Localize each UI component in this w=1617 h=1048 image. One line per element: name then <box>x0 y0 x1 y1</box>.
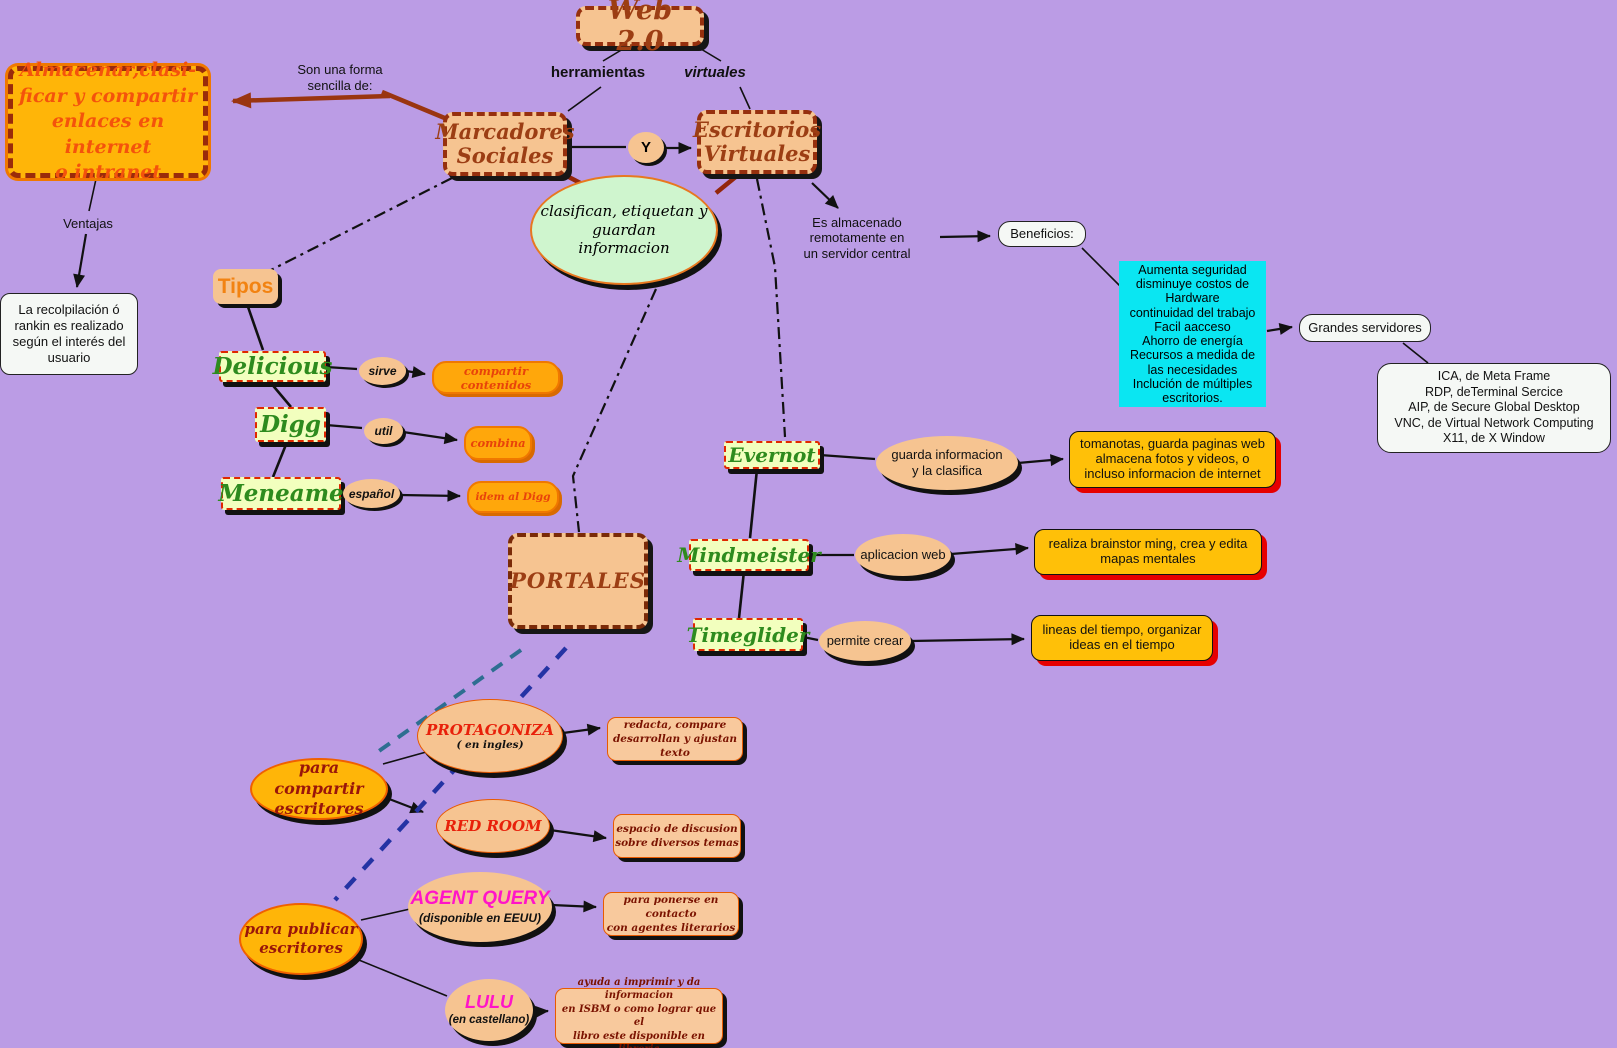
compartir-contenidos-note[interactable]: compartir contenidos <box>432 361 560 394</box>
ponerse-contacto-note[interactable]: para ponerse en contacto con agentes lit… <box>603 892 739 936</box>
red-room-label: RED ROOM <box>444 817 542 835</box>
redacta-note[interactable]: redacta, compare desarrollan y ajustan t… <box>607 717 743 761</box>
grandes-servidores-node[interactable]: Grandes servidores <box>1299 314 1431 342</box>
protagoniza-sub-label: ( en ingles) <box>456 738 524 751</box>
agent-query-ellipse[interactable]: AGENT QUERY (disponible en EEUU) <box>408 872 552 942</box>
son-una-forma-label: Son una forma sencilla de: <box>297 62 383 93</box>
meneame-node[interactable]: Meneame <box>218 477 344 510</box>
mindmeister-node[interactable]: Mindmeister <box>677 539 821 571</box>
para-publicar-ellipse[interactable]: para publicar escritores <box>239 903 363 975</box>
es-almacenado-label: Es almacenado remotamente en un servidor… <box>803 214 911 261</box>
almacenar-note[interactable]: Almacenar,clasi- ficar y compartir enlac… <box>8 59 208 183</box>
realiza-brainstorming-note[interactable]: realiza brainstor ming, crea y edita map… <box>1034 529 1262 575</box>
tomanotas-note[interactable]: tomanotas, guarda paginas web almacena f… <box>1069 431 1276 488</box>
tipos-node[interactable]: Tipos <box>213 269 278 304</box>
espacio-discusion-note[interactable]: espacio de discusion sobre diversos tema… <box>613 814 741 858</box>
lineas-del-tiempo-note[interactable]: lineas del tiempo, organizar ideas en el… <box>1031 615 1213 661</box>
aplicacion-web-tag[interactable]: aplicacion web <box>855 534 951 576</box>
idem-al-digg-note[interactable]: idem al Digg <box>467 481 559 513</box>
recopilacion-note[interactable]: La recolpilación ó rankin es realizado s… <box>0 293 138 375</box>
protagoniza-ellipse[interactable]: PROTAGONIZA ( en ingles) <box>417 699 563 773</box>
sirve-tag[interactable]: sirve <box>359 357 406 385</box>
y-connector[interactable]: Y <box>628 132 664 163</box>
web20-node[interactable]: Web 2.0 <box>576 0 704 57</box>
ventajas-label: Ventajas <box>63 216 113 232</box>
escritorios-virtuales-node[interactable]: Escritorios Virtuales <box>693 110 821 174</box>
timeglider-node[interactable]: Timeglider <box>687 618 809 651</box>
guarda-informacion-tag[interactable]: guarda informacion y la clasifica <box>876 436 1018 490</box>
virtuales-link-label: virtuales <box>684 64 746 81</box>
combina-note[interactable]: combina <box>464 426 532 460</box>
lulu-sub-label: (en castellano) <box>448 1013 530 1026</box>
protagoniza-label: PROTAGONIZA <box>426 720 554 739</box>
lulu-label: LULU <box>465 992 513 1013</box>
clasifican-ellipse[interactable]: clasifican, etiquetan y guardan informac… <box>530 175 718 285</box>
evernot-node[interactable]: Evernot <box>724 441 820 469</box>
herramientas-link-label: herramientas <box>550 64 646 81</box>
para-compartir-ellipse[interactable]: para compartir escritores <box>250 758 388 820</box>
beneficios-node[interactable]: Beneficios: <box>998 221 1086 247</box>
protocolos-note[interactable]: ICA, de Meta Frame RDP, deTerminal Serci… <box>1377 363 1611 453</box>
ayuda-imprimir-note[interactable]: ayuda a imprimir y da informacion en ISB… <box>555 977 723 1048</box>
marcadores-sociales-node[interactable]: Marcadores Sociales <box>435 112 575 176</box>
espanol-tag[interactable]: español <box>343 479 400 508</box>
portales-node[interactable]: PORTALES <box>508 533 648 629</box>
agent-query-label: AGENT QUERY <box>410 888 550 910</box>
util-tag[interactable]: util <box>364 418 403 444</box>
lulu-ellipse[interactable]: LULU (en castellano) <box>445 979 533 1041</box>
delicious-node[interactable]: Delicious <box>212 351 333 382</box>
red-room-ellipse[interactable]: RED ROOM <box>436 799 550 853</box>
permite-crear-tag[interactable]: permite crear <box>819 621 911 661</box>
agent-query-sub-label: (disponible en EEUU) <box>418 911 541 926</box>
web20-label: Web 2.0 <box>607 0 673 57</box>
digg-node[interactable]: Digg <box>255 407 326 442</box>
beneficios-lista-note[interactable]: Aumenta seguridad disminuye costos de Ha… <box>1119 261 1266 407</box>
